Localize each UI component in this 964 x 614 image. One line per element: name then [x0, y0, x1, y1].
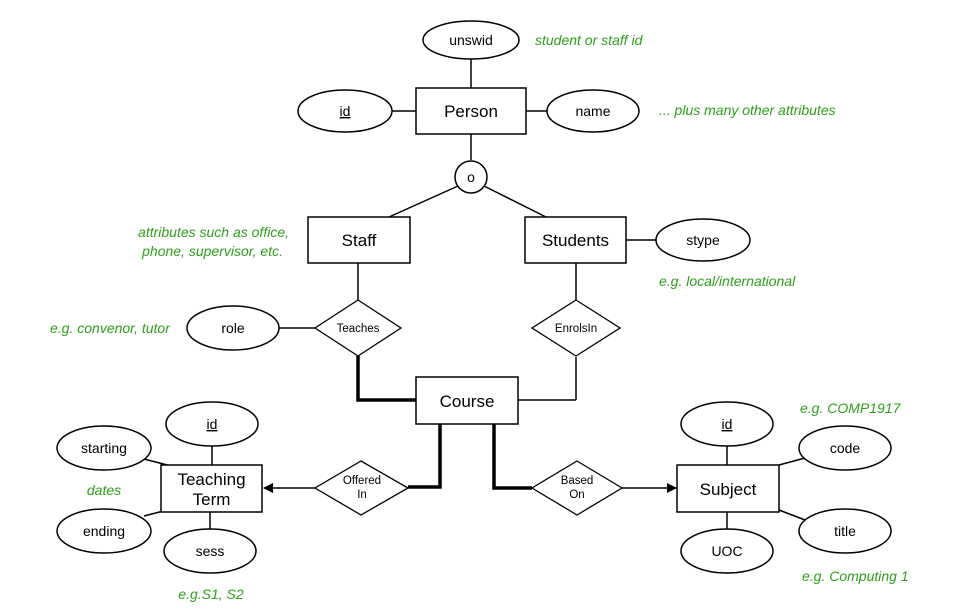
relationship-based-on[interactable]: Based On [530, 460, 624, 516]
annotations: student or staff id ... plus many other … [50, 32, 909, 602]
line-course-offeredin [408, 424, 442, 489]
specialisation-label: o [467, 169, 475, 185]
attribute-role-label: role [221, 320, 245, 336]
attribute-starting-label: starting [81, 440, 127, 456]
note-stype: e.g. local/international [659, 273, 796, 289]
note-staff-attrs-line2: phone, supervisor, etc. [141, 243, 283, 259]
entity-students-label: Students [542, 231, 609, 250]
relationship-enrolsin[interactable]: EnrolsIn [530, 299, 622, 357]
line-specialisation-staff [388, 185, 459, 218]
attribute-ending-label: ending [83, 523, 125, 539]
relationship-offered-in-label-line1: Offered [343, 475, 381, 487]
attribute-unswid[interactable]: unswid [422, 20, 520, 60]
attribute-uoc-label: UOC [711, 543, 742, 559]
attribute-stype[interactable]: stype [655, 218, 751, 262]
attribute-role[interactable]: role [186, 305, 280, 351]
attribute-sess[interactable]: sess [163, 528, 257, 574]
participation-lines [263, 356, 677, 493]
relationship-based-on-label-line1: Based [561, 475, 594, 487]
attribute-person-id[interactable]: id [297, 89, 393, 133]
relationship-teaches-label: Teaches [337, 323, 380, 335]
attribute-starting[interactable]: starting [56, 425, 152, 471]
line-teaches-course [356, 356, 416, 402]
note-title: e.g. Computing 1 [802, 568, 909, 584]
attribute-code-label: code [830, 440, 861, 456]
note-unswid: student or staff id [535, 32, 644, 48]
entity-course[interactable]: Course [415, 376, 519, 425]
attribute-term-id[interactable]: id [165, 401, 259, 447]
entity-subject[interactable]: Subject [676, 464, 780, 513]
attribute-title[interactable]: title [798, 508, 892, 554]
note-code: e.g. COMP1917 [800, 400, 902, 416]
entity-person-label: Person [444, 102, 498, 121]
attribute-term-id-label: id [207, 416, 218, 432]
entity-teaching-term-label-line2: Term [193, 490, 231, 509]
relationship-offered-in[interactable]: Offered In [313, 460, 410, 516]
line-subject-title [778, 509, 806, 521]
attribute-unswid-label: unswid [449, 32, 493, 48]
attribute-name[interactable]: name [546, 89, 640, 133]
attribute-title-label: title [834, 523, 856, 539]
attribute-person-id-label: id [340, 103, 351, 119]
entity-staff[interactable]: Staff [307, 216, 411, 264]
attribute-subject-id[interactable]: id [680, 401, 774, 447]
attribute-code[interactable]: code [798, 425, 892, 471]
note-sess: e.g.S1, S2 [178, 586, 244, 602]
relationship-offered-in-label-line2: In [357, 489, 367, 501]
entity-subject-label: Subject [700, 480, 757, 499]
attribute-subject-id-label: id [722, 416, 733, 432]
note-dates: dates [87, 482, 121, 498]
line-specialisation-students [483, 185, 547, 218]
specialisation-circle[interactable]: o [454, 160, 488, 194]
note-person-attrs: ... plus many other attributes [659, 102, 836, 118]
entity-teaching-term-label-line1: Teaching [177, 470, 245, 489]
attribute-name-label: name [575, 103, 610, 119]
entity-staff-label: Staff [342, 231, 377, 250]
note-staff-attrs-line1: attributes such as office, [138, 224, 289, 240]
attribute-stype-label: stype [686, 232, 720, 248]
entity-teaching-term[interactable]: Teaching Term [160, 464, 263, 513]
relationship-based-on-label-line2: On [569, 489, 584, 501]
line-subject-code [778, 457, 806, 466]
attribute-sess-label: sess [196, 543, 225, 559]
entity-person[interactable]: Person [415, 87, 527, 135]
attribute-ending[interactable]: ending [56, 508, 152, 554]
relationship-enrolsin-label: EnrolsIn [555, 323, 597, 335]
line-course-basedon [492, 424, 532, 490]
attribute-uoc[interactable]: UOC [680, 528, 774, 574]
relationship-teaches[interactable]: Teaches [313, 299, 403, 357]
entity-students[interactable]: Students [524, 216, 627, 264]
entity-course-label: Course [440, 392, 495, 411]
note-role: e.g. convenor, tutor [50, 320, 171, 336]
